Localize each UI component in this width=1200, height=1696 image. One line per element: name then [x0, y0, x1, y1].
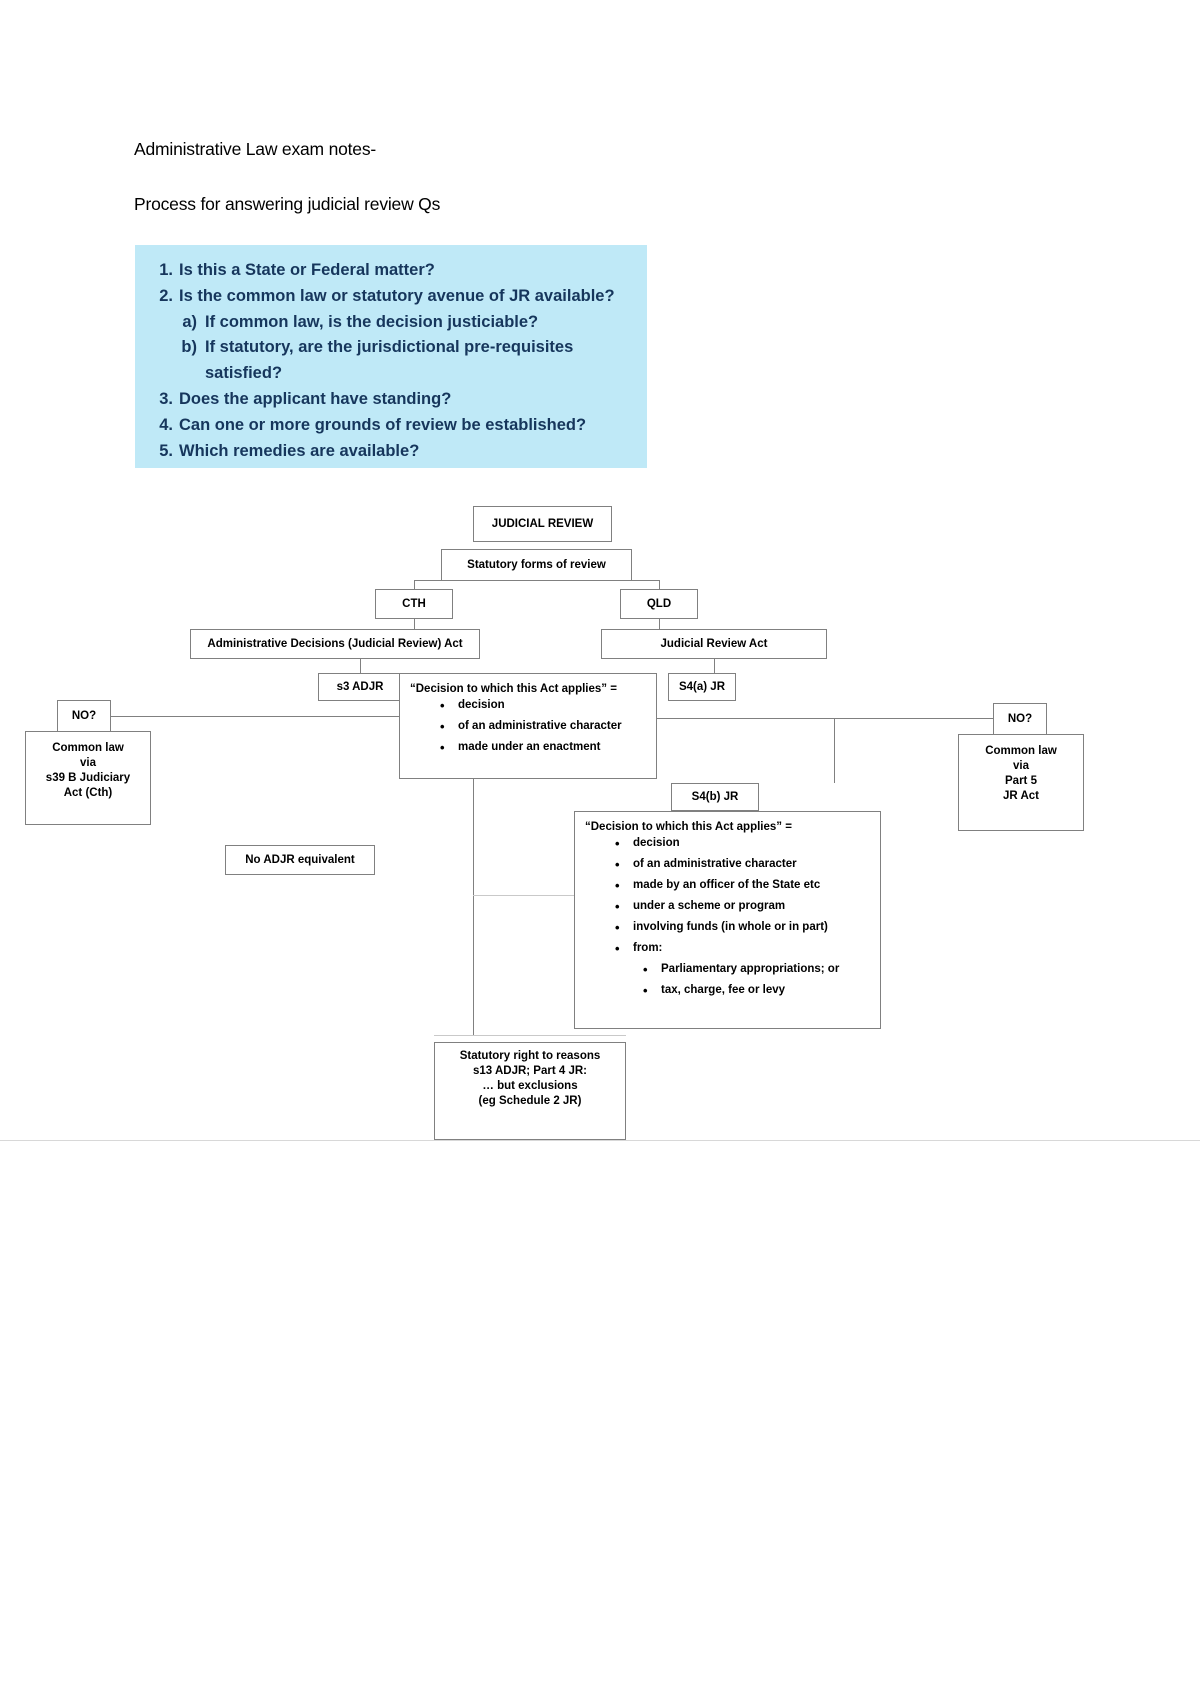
process-step-2: 2. Is the common law or statutory avenue… [135, 284, 647, 310]
connector-jract-to-s4a [714, 658, 715, 674]
common-law-qld-line-2: via [1013, 760, 1029, 772]
qld-definition-bullet-2: of an administrative character [575, 854, 880, 875]
process-step-4-text: Can one or more grounds of review be est… [179, 415, 587, 434]
node-s3-adjr: s3 ADJR [318, 673, 402, 701]
node-s4b-jr: S4(b) JR [671, 783, 759, 811]
qld-definition-sub-bullet-1: Parliamentary appropriations; or [575, 959, 880, 980]
cth-definition-bullets: decision of an administrative character … [400, 695, 656, 758]
connector-to-s4b [834, 718, 835, 783]
reasons-line-4: (eg Schedule 2 JR) [478, 1095, 582, 1107]
reasons-line-3: … but exclusions [482, 1080, 578, 1092]
process-step-2a-marker: a) [182, 312, 197, 331]
common-law-cth-line-1: Common law [52, 742, 124, 754]
node-judicial-review: JUDICIAL REVIEW [473, 506, 612, 542]
cth-definition-bullet-3: made under an enactment [400, 737, 656, 758]
node-s4a-jr: S4(a) JR [668, 673, 736, 701]
process-step-3-text: Does the applicant have standing? [179, 389, 452, 408]
common-law-cth-line-3: s39 B Judiciary [45, 772, 131, 784]
common-law-qld-line-4: JR Act [1003, 790, 1039, 802]
qld-definition-bullet-5: involving funds (in whole or in part) [575, 917, 880, 938]
process-step-2-sublist: a) If common law, is the decision justic… [135, 310, 647, 387]
node-judicial-review-act: Judicial Review Act [601, 629, 827, 659]
process-step-2b-continuation: satisfied? [205, 364, 283, 383]
connector-cth-to-adjr [414, 618, 415, 630]
common-law-qld-line-3: Part 5 [1005, 775, 1037, 787]
common-law-cth-line-2: via [80, 757, 96, 769]
node-statutory-right-to-reasons: Statutory right to reasons s13 ADJR; Par… [434, 1042, 626, 1140]
page-bottom-whitespace [0, 1140, 1200, 1696]
qld-definition-bullet-3: made by an officer of the State etc [575, 875, 880, 896]
qld-definition-sub-bullet-2: tax, charge, fee or levy [575, 980, 880, 1001]
node-common-law-qld: Common law via Part 5 JR Act [958, 734, 1084, 831]
judicial-review-flowchart: JUDICIAL REVIEW Statutory forms of revie… [0, 0, 1200, 1140]
node-statutory-forms-of-review: Statutory forms of review [441, 549, 632, 581]
process-step-5-marker: 5. [159, 441, 173, 460]
process-step-2-marker: 2. [159, 286, 173, 305]
process-step-4: 4. Can one or more grounds of review be … [135, 413, 647, 439]
page-title: Administrative Law exam notes- [134, 139, 377, 159]
qld-definition-sub-bullets: Parliamentary appropriations; or tax, ch… [575, 959, 880, 1001]
connector-definition-branch [473, 895, 574, 896]
process-step-2a: a) If common law, is the decision justic… [135, 310, 647, 336]
connector-no-left-to-definition [110, 716, 399, 717]
common-law-cth-line-4: Act (Cth) [63, 787, 113, 799]
process-step-1-marker: 1. [159, 261, 173, 279]
process-steps-list: 1. Is this a State or Federal matter? 2.… [135, 245, 647, 464]
connector-qld-to-jract [659, 618, 660, 630]
common-law-qld-line-1: Common law [985, 745, 1057, 757]
cth-definition-bullet-2: of an administrative character [400, 716, 656, 737]
connector-to-qld [659, 580, 660, 589]
connector-definition-to-no-right [657, 718, 993, 719]
process-steps-box: 1. Is this a State or Federal matter? 2.… [135, 245, 647, 468]
node-qld-decision-definition: “Decision to which this Act applies” = d… [574, 811, 881, 1029]
node-qld: QLD [620, 589, 698, 619]
process-step-2b-text: If statutory, are the jurisdictional pre… [205, 338, 574, 357]
node-no-adjr-equivalent: No ADJR equivalent [225, 845, 375, 875]
node-no-left: NO? [57, 700, 111, 732]
qld-definition-title: “Decision to which this Act applies” = [585, 821, 792, 833]
cth-definition-bullet-1: decision [400, 695, 656, 716]
node-adjr-act: Administrative Decisions (Judicial Revie… [190, 629, 480, 659]
process-step-5: 5. Which remedies are available? [135, 439, 647, 465]
reasons-line-1: Statutory right to reasons [459, 1050, 601, 1062]
process-step-1-text: Is this a State or Federal matter? [179, 261, 435, 279]
reasons-line-2: s13 ADJR; Part 4 JR: [473, 1065, 587, 1077]
process-step-3-marker: 3. [159, 389, 173, 408]
qld-definition-bullets: decision of an administrative character … [575, 833, 880, 959]
process-step-3: 3. Does the applicant have standing? [135, 387, 647, 413]
process-step-2-text: Is the common law or statutory avenue of… [179, 286, 615, 305]
node-cth: CTH [375, 589, 453, 619]
page-subtitle: Process for answering judicial review Qs [134, 194, 441, 214]
process-step-2b: b) If statutory, are the jurisdictional … [135, 335, 647, 361]
connector-definition-down [473, 779, 474, 1035]
process-step-1: 1. Is this a State or Federal matter? [135, 258, 647, 284]
node-common-law-cth: Common law via s39 B Judiciary Act (Cth) [25, 731, 151, 825]
qld-definition-bullet-4: under a scheme or program [575, 896, 880, 917]
connector-adjr-to-s3 [360, 658, 361, 674]
process-step-5-text: Which remedies are available? [179, 441, 420, 460]
connector-to-cth [414, 580, 415, 589]
process-step-2b-marker: b) [181, 338, 197, 357]
cth-definition-title: “Decision to which this Act applies” = [410, 683, 617, 695]
connector-to-reasons [434, 1035, 626, 1036]
qld-definition-bullet-1: decision [575, 833, 880, 854]
node-no-right: NO? [993, 703, 1047, 735]
node-cth-decision-definition: “Decision to which this Act applies” = d… [399, 673, 657, 779]
page-sheet-edge [1108, 0, 1200, 1140]
process-step-4-marker: 4. [159, 415, 173, 434]
qld-definition-bullet-6: from: [575, 938, 880, 959]
process-step-2a-text: If common law, is the decision justiciab… [205, 312, 539, 331]
